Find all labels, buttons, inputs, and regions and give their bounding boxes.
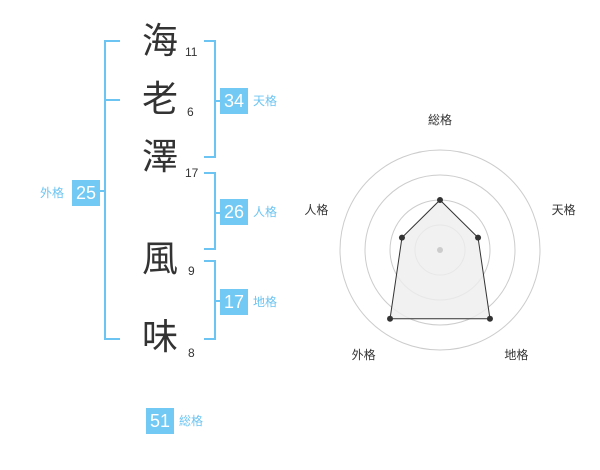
- gaikaku-label: 外格: [40, 186, 65, 200]
- stroke-count-3: 17: [185, 166, 199, 180]
- jinkaku-value-badge: 26: [220, 199, 248, 225]
- chikaku-value-badge: 17: [220, 289, 248, 315]
- kanji-4: 風: [141, 239, 178, 280]
- radar-axis-label-4: 外格: [352, 347, 376, 362]
- radar-point-5: [398, 234, 405, 241]
- tenkaku-value-badge: 34: [220, 88, 248, 114]
- jinkaku-label: 人格: [253, 205, 278, 219]
- radar-axis-label-1: 総格: [428, 112, 452, 127]
- kanji-5: 味: [141, 317, 178, 358]
- radar-grid-ring: [364, 174, 516, 326]
- stroke-count-5: 8: [188, 346, 195, 360]
- radar-point-2: [475, 234, 482, 241]
- stroke-count-2: 6: [187, 105, 194, 119]
- radar-area: [389, 199, 491, 320]
- radar-point-4: [387, 315, 394, 322]
- radar-center-dot: [437, 247, 443, 253]
- radar-point-1: [437, 197, 443, 203]
- radar-axis-label-2: 天格: [552, 202, 576, 217]
- gaikaku-value-badge: 25: [72, 180, 100, 206]
- tenkaku-label: 天格: [253, 94, 278, 108]
- stroke-count-4: 9: [188, 264, 195, 278]
- chikaku-label: 地格: [253, 295, 278, 309]
- soukaku-label: 総格: [179, 414, 204, 428]
- radar-axis-label-3: 地格: [504, 347, 528, 362]
- radar-axis-label-5: 人格: [304, 202, 328, 217]
- stroke-count-1: 11: [185, 45, 198, 59]
- kanji-2: 老: [141, 79, 178, 120]
- radar-grid-ring: [339, 149, 541, 351]
- kanji-1: 海: [141, 21, 178, 62]
- radar-point-3: [486, 315, 493, 322]
- soukaku-value-badge: 51: [146, 408, 174, 434]
- kanji-3: 澤: [141, 137, 178, 178]
